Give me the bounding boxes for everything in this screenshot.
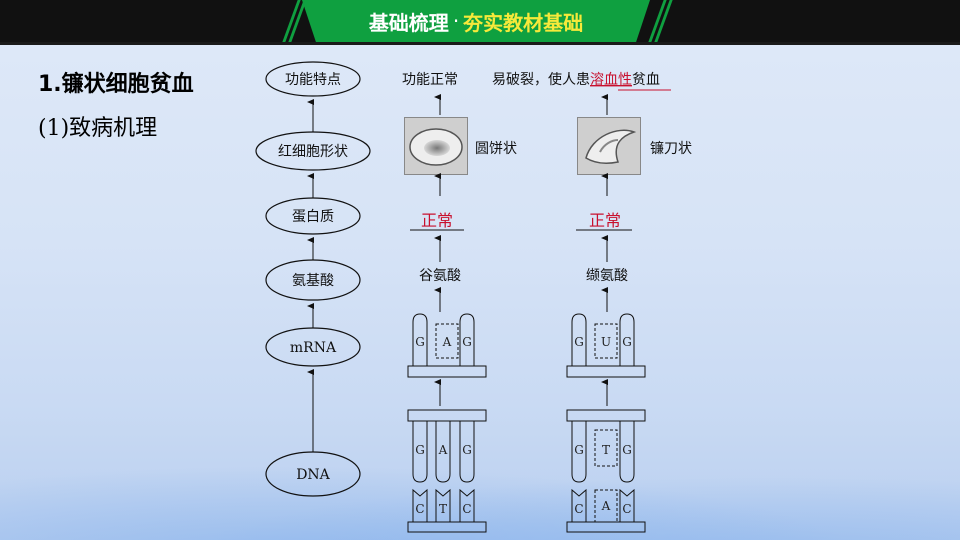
normal-dna-base: C bbox=[415, 502, 424, 516]
mutant-function-post: 贫血 bbox=[632, 72, 660, 88]
normal-amino-acid-label: 谷氨酸 bbox=[419, 268, 461, 284]
chain-label: 氨基酸 bbox=[292, 272, 334, 289]
chain-label: DNA bbox=[296, 467, 330, 483]
normal-mrna-structure bbox=[407, 313, 487, 378]
background-wave bbox=[0, 450, 960, 540]
normal-rbc-image bbox=[404, 117, 468, 175]
header-subtitle: 夯实教材基础 bbox=[463, 10, 584, 35]
normal-function-label: 功能正常 bbox=[402, 72, 458, 88]
normal-dna-base: G bbox=[462, 443, 472, 457]
mutant-mrna-base: G bbox=[622, 335, 632, 349]
normal-dna-base: T bbox=[439, 502, 447, 516]
normal-shape-label: 圆饼状 bbox=[475, 141, 517, 157]
chain-label: 功能特点 bbox=[285, 72, 341, 88]
subsection-title: (1)致病机理 bbox=[38, 116, 158, 141]
mutant-function-highlight: 溶血性 bbox=[590, 72, 632, 88]
normal-dna-top-strand bbox=[407, 409, 487, 483]
mutant-dna-base: G bbox=[574, 443, 584, 457]
mutant-function-pre: 易破裂，使人患 bbox=[492, 71, 590, 88]
chain-node-protein: 蛋白质 bbox=[265, 197, 361, 235]
chain-node-function: 功能特点 bbox=[265, 61, 361, 97]
chain-label: 红细胞形状 bbox=[278, 144, 348, 160]
chain-node-mrna: mRNA bbox=[265, 327, 361, 367]
header-separator: · bbox=[452, 9, 460, 33]
normal-mrna-base: A bbox=[442, 335, 452, 349]
normal-dna-bottom-strand bbox=[407, 488, 487, 533]
mutant-dna-base: A bbox=[601, 499, 611, 513]
chain-label: mRNA bbox=[290, 340, 337, 356]
normal-mrna-base: G bbox=[462, 335, 472, 349]
chain-node-dna: DNA bbox=[265, 451, 361, 497]
mutant-dna-base: G bbox=[622, 443, 632, 457]
mutant-function-label: 易破裂，使人患溶血性贫血 bbox=[492, 71, 660, 88]
mutant-dna-base: C bbox=[622, 502, 631, 516]
mutant-dna-base: C bbox=[574, 502, 583, 516]
mutant-dna-bottom-strand bbox=[566, 488, 646, 533]
mutant-mrna-base: G bbox=[574, 335, 584, 349]
mutant-mrna-base: U bbox=[601, 335, 611, 349]
mutant-protein-label: 正常 bbox=[589, 211, 621, 230]
mutant-shape-label: 镰刀状 bbox=[650, 140, 692, 157]
sickle-rbc-image bbox=[577, 117, 641, 175]
chain-node-cell-shape: 红细胞形状 bbox=[255, 131, 371, 171]
header-title: 基础梳理 bbox=[368, 10, 449, 35]
chain-node-amino-acid: 氨基酸 bbox=[265, 259, 361, 301]
normal-dna-base: C bbox=[462, 502, 471, 516]
normal-dna-base: G bbox=[415, 443, 425, 457]
section-title: 1.镰状细胞贫血 bbox=[38, 72, 194, 97]
mutant-amino-acid-label: 缬氨酸 bbox=[586, 268, 628, 284]
normal-dna-base: A bbox=[438, 443, 448, 457]
header-banner: 基础梳理 · 夯实教材基础 bbox=[302, 0, 650, 42]
mutant-dna-top-strand bbox=[566, 409, 646, 483]
normal-protein-label: 正常 bbox=[421, 211, 453, 230]
mutant-dna-base: T bbox=[602, 443, 610, 457]
mutant-mrna-structure bbox=[566, 313, 646, 378]
normal-mrna-base: G bbox=[415, 335, 425, 349]
chain-label: 蛋白质 bbox=[292, 209, 334, 225]
